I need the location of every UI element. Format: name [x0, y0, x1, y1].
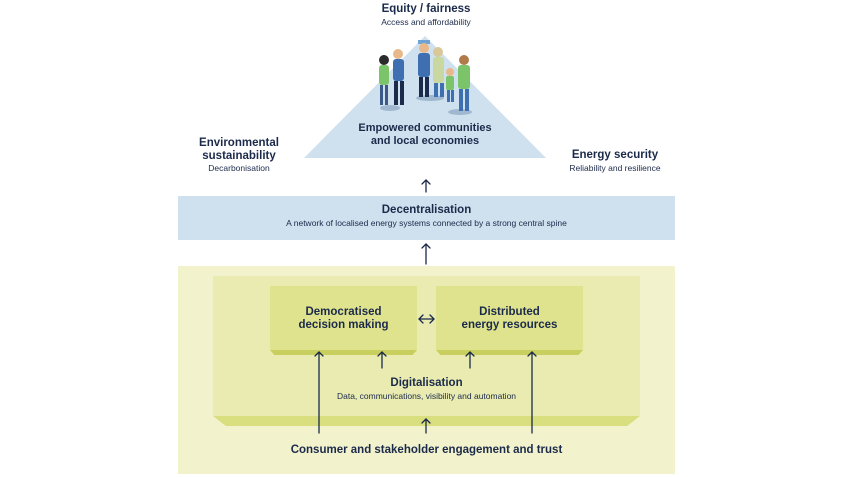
community-triangle: Empowered communities and local economie…	[304, 36, 546, 158]
democratised-card	[270, 286, 417, 350]
engagement-title: Consumer and stakeholder engagement and …	[290, 444, 563, 456]
democratised-line1: Democratised	[305, 306, 382, 318]
decentralisation-title: Decentralisation	[381, 204, 472, 216]
arrow-up-icon	[421, 243, 431, 265]
democratised-card-base	[270, 350, 417, 355]
equity-title: Equity / fairness	[381, 3, 471, 15]
decentralisation-box	[178, 196, 675, 240]
people-illustration-icon	[379, 40, 472, 115]
arrow-up-icon	[421, 179, 431, 193]
energy-security-title: Energy security	[571, 149, 659, 161]
equity-subtitle: Access and affordability	[381, 17, 471, 27]
distributed-line2: energy resources	[461, 319, 558, 331]
environmental-title-line2: sustainability	[202, 150, 276, 162]
arrow-up-icon	[527, 351, 537, 434]
democratised-line2: decision making	[298, 319, 389, 331]
arrow-double-icon	[418, 314, 435, 324]
distributed-line1: Distributed	[479, 306, 540, 318]
arrow-up-icon	[314, 351, 324, 434]
distributed-card-base	[436, 350, 583, 355]
environmental-subtitle: Decarbonisation	[208, 163, 270, 173]
triangle-label-line1: Empowered communities	[358, 122, 491, 134]
arrow-up-icon	[465, 351, 475, 369]
digitalisation-subtitle: Data, communications, visibility and aut…	[336, 391, 517, 401]
arrow-up-icon	[421, 418, 431, 434]
triangle-label-line2: and local economies	[371, 135, 479, 147]
environmental-title-line1: Environmental	[199, 137, 279, 149]
energy-security-subtitle: Reliability and resilience	[569, 163, 661, 173]
decentralisation-subtitle: A network of localised energy systems co…	[286, 218, 567, 228]
arrow-up-icon	[377, 351, 387, 369]
digitalisation-title: Digitalisation	[390, 377, 463, 389]
distributed-card	[436, 286, 583, 350]
